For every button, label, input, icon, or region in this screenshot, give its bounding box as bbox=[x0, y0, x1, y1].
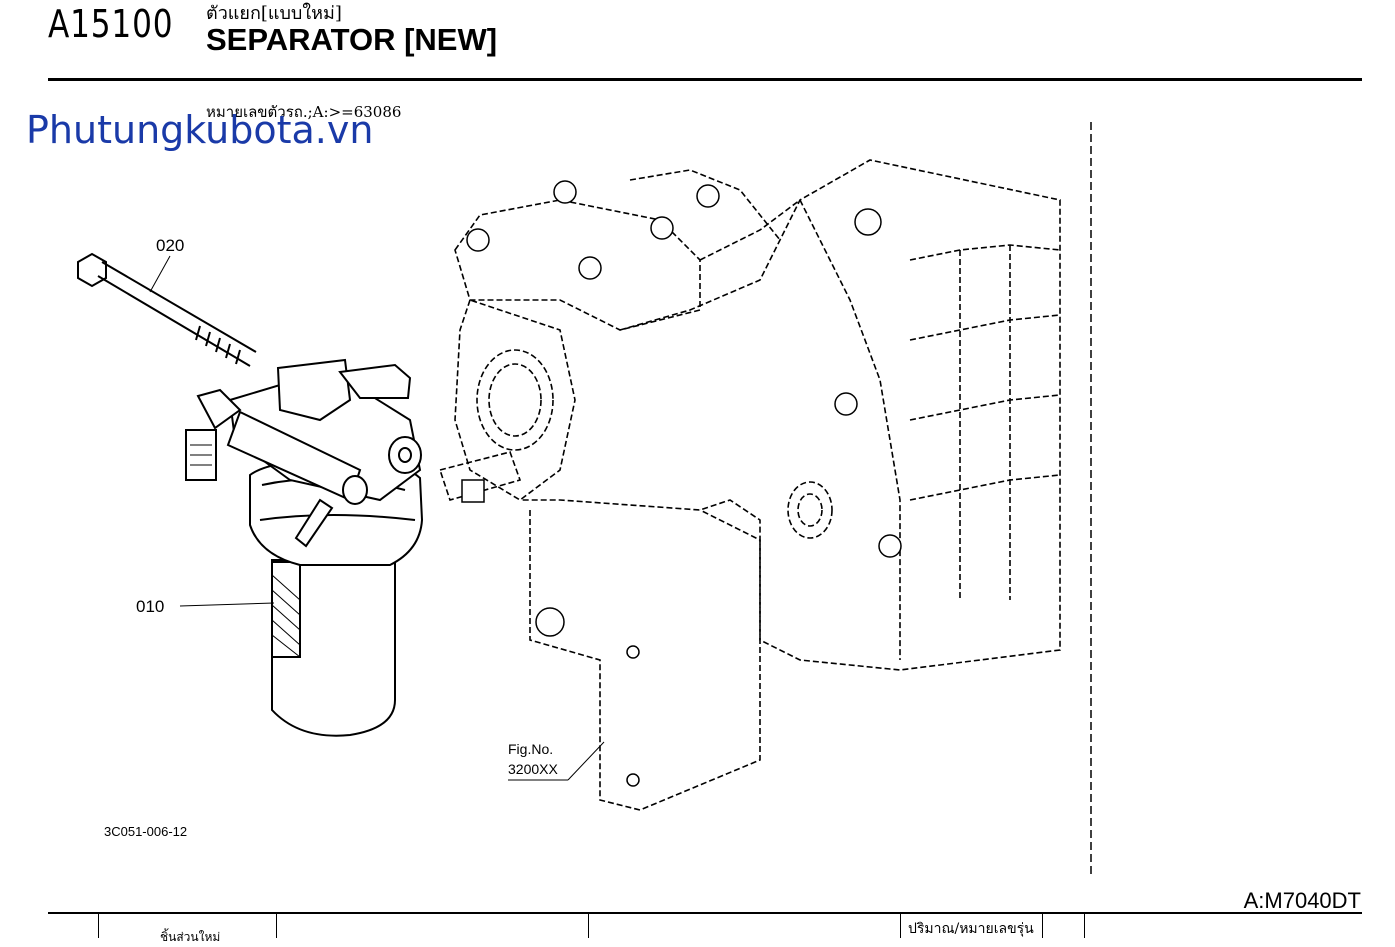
leader-020 bbox=[149, 255, 171, 293]
table-col-divider bbox=[588, 914, 589, 938]
table-col-divider bbox=[1042, 914, 1043, 938]
table-col-divider bbox=[1084, 914, 1085, 938]
leader-010 bbox=[179, 602, 275, 607]
callout-020: 020 bbox=[156, 236, 185, 255]
header-divider bbox=[48, 78, 1362, 81]
table-col-divider bbox=[900, 914, 901, 938]
section-code: A15100 bbox=[48, 2, 174, 46]
page-title: SEPARATOR [NEW] bbox=[206, 22, 498, 57]
serial-note: หมายเลขตัวรถ.;A:>=63086 bbox=[206, 103, 402, 121]
watermark: Phutungkubota.vn bbox=[26, 108, 374, 152]
qty-header: ปริมาณ/หมายเลขรุ่น bbox=[908, 921, 1034, 937]
engine-bolts bbox=[461, 180, 902, 787]
separator-010 bbox=[185, 358, 424, 737]
fig-no-value: 3200XX bbox=[508, 761, 558, 777]
engine-block bbox=[438, 159, 1061, 811]
leader-fig bbox=[567, 741, 605, 781]
drawing-id: 3C051-006-12 bbox=[104, 824, 188, 839]
bolt-020 bbox=[77, 252, 257, 367]
model-label: A:M7040DT bbox=[1243, 888, 1361, 913]
table-col-divider bbox=[276, 914, 277, 938]
title-thai: ตัวแยก[แบบใหม่] bbox=[206, 3, 342, 24]
footer-divider bbox=[48, 912, 1362, 914]
callout-010: 010 bbox=[136, 597, 165, 616]
fig-no-label: Fig.No. bbox=[508, 741, 554, 757]
table-col-divider bbox=[98, 914, 99, 938]
